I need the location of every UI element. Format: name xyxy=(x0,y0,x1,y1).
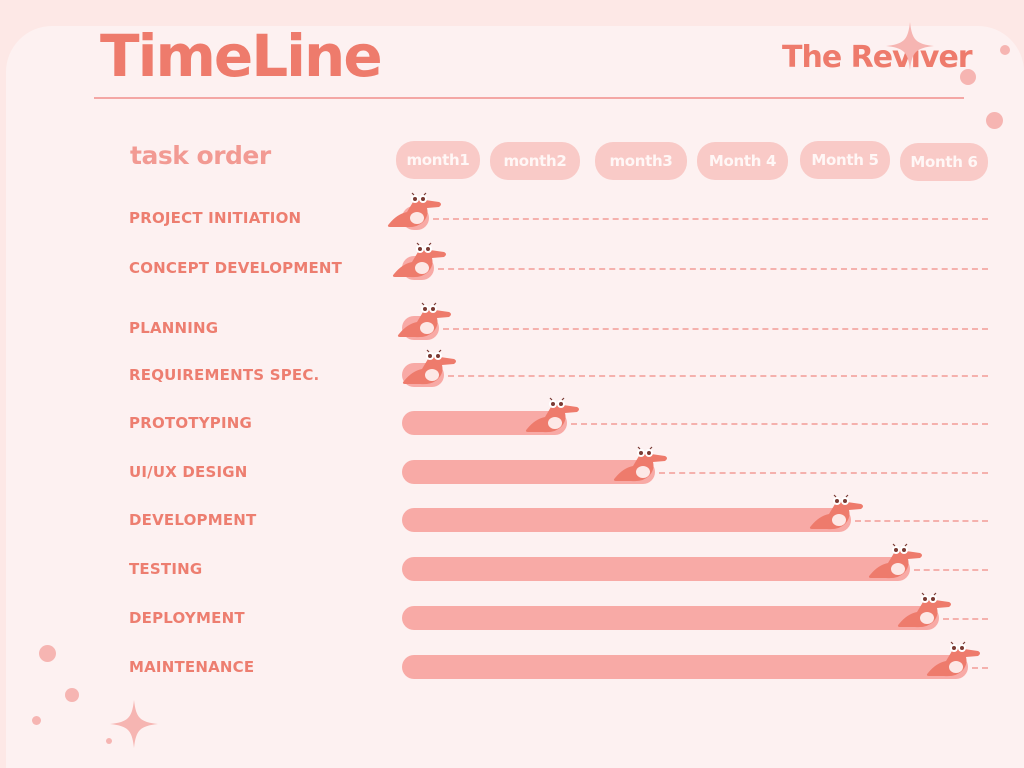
task-order-heading: task order xyxy=(130,141,271,170)
task-label: CONCEPT DEVELOPMENT xyxy=(129,259,343,277)
task-progress-bar xyxy=(402,557,910,581)
task-progress-bar xyxy=(402,508,851,532)
decoration-dot xyxy=(1000,45,1010,55)
task-label: PROJECT INITIATION xyxy=(129,209,302,227)
task-label: REQUIREMENTS SPEC. xyxy=(129,366,320,384)
task-label: TESTING xyxy=(129,560,203,578)
task-timeline-dashes xyxy=(570,423,988,425)
month-pill-5: Month 5 xyxy=(800,141,890,179)
decoration-dot xyxy=(986,112,1003,129)
task-timeline-dashes xyxy=(433,218,988,220)
task-label: DEVELOPMENT xyxy=(129,511,257,529)
month-pill-6: Month 6 xyxy=(900,143,988,181)
crocodile-icon xyxy=(521,395,581,435)
month-pill-4: Month 4 xyxy=(697,142,788,180)
title-divider xyxy=(94,97,964,99)
decoration-dot xyxy=(106,738,112,744)
task-timeline-dashes xyxy=(658,472,988,474)
month-pill-1: month1 xyxy=(396,141,480,179)
task-progress-bar xyxy=(402,655,969,679)
month-pill-2: month2 xyxy=(490,142,580,180)
month-pill-3: month3 xyxy=(595,142,687,180)
task-timeline-dashes xyxy=(443,328,988,330)
task-timeline-dashes xyxy=(438,268,988,270)
crocodile-icon xyxy=(805,492,865,532)
crocodile-icon xyxy=(922,639,982,679)
task-progress-bar xyxy=(402,606,939,630)
decoration-dot xyxy=(960,69,976,85)
sparkle-icon xyxy=(110,700,158,748)
task-progress-bar xyxy=(402,460,655,484)
crocodile-icon xyxy=(388,240,448,280)
task-label: MAINTENANCE xyxy=(129,658,255,676)
task-label: DEPLOYMENT xyxy=(129,609,245,627)
crocodile-icon xyxy=(893,590,953,630)
task-label: PROTOTYPING xyxy=(129,414,253,432)
page-title: TimeLine xyxy=(100,22,383,90)
task-timeline-dashes xyxy=(854,520,988,522)
decoration-dot xyxy=(39,645,56,662)
crocodile-icon xyxy=(393,300,453,340)
decoration-dot xyxy=(32,716,41,725)
brand-name: The Reviver xyxy=(782,40,973,75)
task-label: UI/UX DESIGN xyxy=(129,463,248,481)
task-timeline-dashes xyxy=(448,375,988,377)
task-timeline-dashes xyxy=(972,667,988,669)
crocodile-icon xyxy=(383,190,443,230)
crocodile-icon xyxy=(864,541,924,581)
task-timeline-dashes xyxy=(913,569,988,571)
task-label: PLANNING xyxy=(129,319,219,337)
crocodile-icon xyxy=(609,444,669,484)
decoration-dot xyxy=(65,688,79,702)
sparkle-icon xyxy=(886,22,934,70)
task-timeline-dashes xyxy=(943,618,988,620)
crocodile-icon xyxy=(398,347,458,387)
